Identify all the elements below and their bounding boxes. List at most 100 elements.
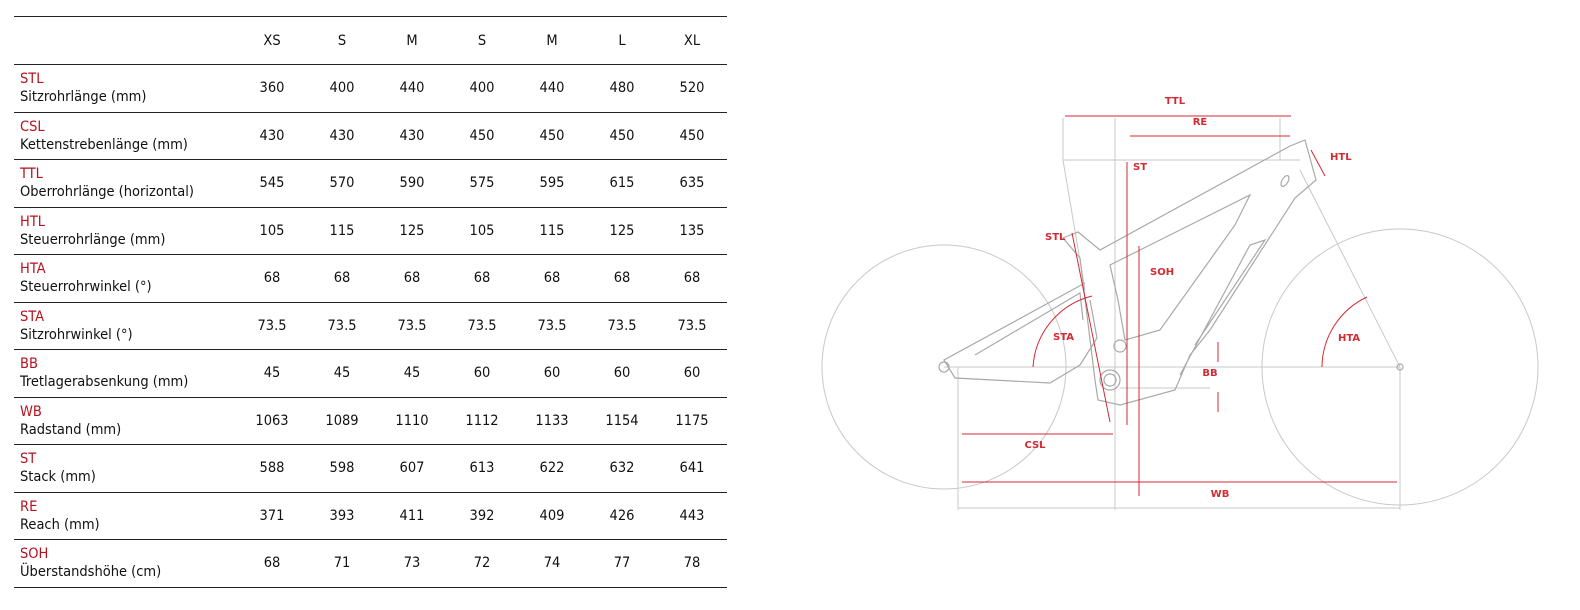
row-abbreviation: TTL	[20, 166, 43, 183]
row-description: Radstand (mm)	[20, 421, 122, 438]
table-cell: 632	[609, 460, 635, 477]
table-cell: 60	[613, 365, 631, 382]
table-cell: 1175	[675, 412, 709, 429]
table-cell: 68	[333, 270, 351, 287]
table-cell: 68	[403, 270, 421, 287]
label-stl: STL	[1045, 232, 1066, 243]
table-cell: 115	[539, 222, 565, 239]
table-cell: 545	[259, 175, 285, 192]
table-cell: 641	[679, 460, 705, 477]
guide-lines	[944, 118, 1401, 510]
row-abbreviation: SOH	[20, 546, 49, 563]
table-cell: 73.5	[327, 317, 357, 334]
row-description: Steuerrohrwinkel (°)	[20, 279, 152, 296]
table-cell: 440	[399, 80, 425, 97]
size-header: XL	[683, 32, 701, 49]
table-cell: 125	[609, 222, 635, 239]
label-sta: STA	[1053, 332, 1074, 343]
table-cell: 430	[329, 127, 355, 144]
table-cell: 615	[609, 175, 635, 192]
row-abbreviation: CSL	[20, 118, 45, 135]
table-cell: 450	[609, 127, 635, 144]
table-cell: 622	[539, 460, 565, 477]
table-cell: 72	[473, 555, 491, 572]
table-cell: 73.5	[677, 317, 707, 334]
label-htl: HTL	[1330, 152, 1352, 163]
table-cell: 45	[263, 365, 281, 382]
table-cell: 68	[683, 270, 701, 287]
table-cell: 71	[333, 555, 351, 572]
table-cell: 588	[259, 460, 285, 477]
table-cell: 73.5	[607, 317, 637, 334]
table-cell: 45	[403, 365, 421, 382]
row-description: Reach (mm)	[20, 516, 100, 533]
table-cell: 411	[399, 507, 425, 524]
size-header: L	[618, 32, 626, 49]
table-cell: 430	[259, 127, 285, 144]
table-cell: 135	[679, 222, 705, 239]
table-cell: 1089	[325, 412, 359, 429]
row-description: Stack (mm)	[20, 469, 96, 486]
table-cell: 400	[329, 80, 355, 97]
table-cell: 68	[613, 270, 631, 287]
table-cell: 450	[679, 127, 705, 144]
table-cell: 520	[679, 80, 705, 97]
label-wb: WB	[1211, 489, 1230, 500]
table-cell: 68	[263, 555, 281, 572]
label-bb: BB	[1202, 368, 1217, 379]
table-cell: 45	[333, 365, 351, 382]
table-cell: 68	[473, 270, 491, 287]
table-cell: 635	[679, 175, 705, 192]
table-cell: 68	[263, 270, 281, 287]
table-cell: 371	[259, 507, 285, 524]
table-cell: 426	[609, 507, 635, 524]
table-cell: 1063	[255, 412, 289, 429]
table-cell: 73	[403, 555, 421, 572]
row-abbreviation: STL	[20, 71, 44, 88]
size-header: M	[406, 32, 418, 49]
table-cell: 440	[539, 80, 565, 97]
label-st: ST	[1133, 162, 1147, 173]
table-cell: 598	[329, 460, 355, 477]
table-cell: 613	[469, 460, 495, 477]
table-cell: 450	[539, 127, 565, 144]
row-description: Kettenstrebenlänge (mm)	[20, 136, 188, 153]
label-hta: HTA	[1338, 333, 1360, 344]
table-cell: 78	[683, 555, 701, 572]
table-cell: 450	[469, 127, 495, 144]
row-abbreviation: HTL	[20, 213, 46, 230]
dimension-arrows	[962, 115, 1397, 496]
label-ttl: TTL	[1165, 96, 1186, 107]
table-cell: 430	[399, 127, 425, 144]
row-description: Steuerrohrlänge (mm)	[20, 231, 166, 248]
table-cell: 393	[329, 507, 355, 524]
table-cell: 60	[683, 365, 701, 382]
size-header: S	[477, 32, 487, 49]
table-cell: 125	[399, 222, 425, 239]
row-abbreviation: STA	[20, 308, 45, 325]
table-cell: 115	[329, 222, 355, 239]
table-cell: 74	[543, 555, 561, 572]
table-cell: 73.5	[397, 317, 427, 334]
table-cell: 480	[609, 80, 635, 97]
table-cell: 590	[399, 175, 425, 192]
